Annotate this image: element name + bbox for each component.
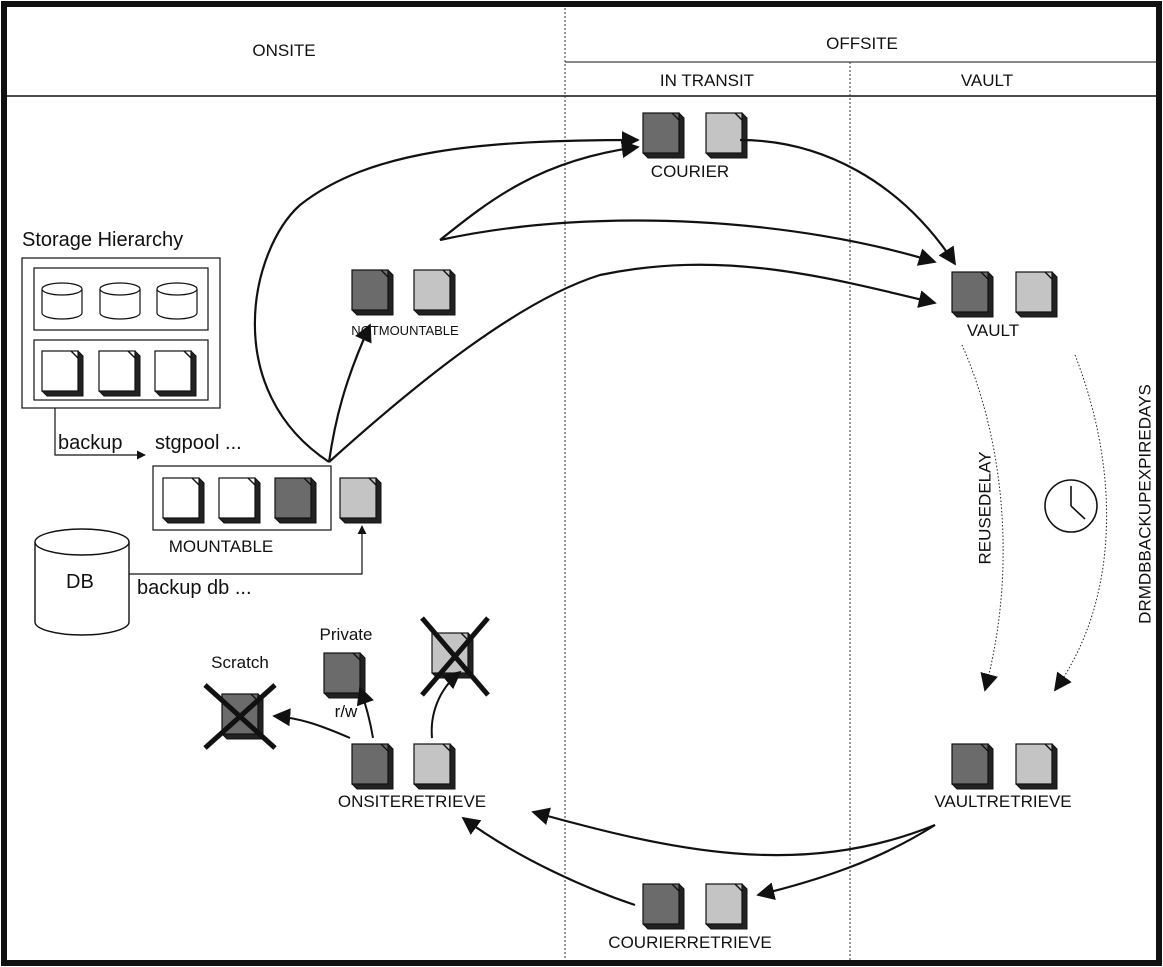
courier-to-vault-arrow (739, 138, 956, 266)
tape-volume-icon (1015, 271, 1058, 318)
storage-hierarchy-box (21, 257, 221, 409)
onsiteretrieve-to-cancelled-arrow (430, 670, 462, 739)
header-onsite: ONSITE (252, 41, 316, 60)
disk-icon (41, 282, 83, 320)
tape-volume-icon (951, 271, 994, 318)
header-vault: VAULT (960, 71, 1014, 90)
reusedelay-label: REUSEDELAY (975, 451, 995, 565)
rw-label: r/w (334, 702, 358, 721)
backup-stgpool-arrow (54, 408, 146, 460)
state-notmountable: NOTMOUNTABLE (351, 323, 459, 338)
x-mark-icon (420, 616, 490, 697)
database-cylinder-icon (34, 528, 130, 636)
x-mark-icon (203, 683, 277, 750)
scratch-label: Scratch (211, 653, 269, 672)
disk-icon (99, 282, 141, 320)
disk-pool-box (33, 267, 209, 331)
vaultretrieve-to-courierretrieve-arrow (756, 824, 936, 900)
tape-volume-icon (339, 477, 382, 524)
backup-label: backup (58, 432, 123, 454)
private-label: Private (319, 625, 373, 644)
tape-volume-icon (351, 269, 394, 316)
stgpool-label: stgpool ... (155, 432, 242, 454)
tape-volume-icon (642, 112, 685, 159)
tape-volume-icon (154, 350, 197, 397)
vaultretrieve-to-onsiteretrieve-arrow (531, 807, 936, 857)
tape-volume-icon (274, 477, 317, 524)
tape-volume-icon (41, 350, 84, 397)
reusedelay-arrow (961, 344, 1004, 692)
tape-pool-box (33, 339, 209, 401)
mountable-to-notmountable-arrow (327, 323, 372, 463)
tape-volume-icon (218, 477, 261, 524)
tape-volume-icon (1015, 743, 1058, 790)
header-in-transit: IN TRANSIT (659, 71, 755, 90)
onsiteretrieve-to-private-arrow (356, 686, 374, 739)
storage-hierarchy-label: Storage Hierarchy (22, 229, 184, 251)
state-mountable: MOUNTABLE (168, 537, 274, 556)
backup-db-label: backup db ... (137, 577, 252, 599)
tape-volume-icon (323, 652, 366, 699)
notmountable-to-courier-arrow (439, 140, 640, 241)
tape-volume-icon (705, 112, 748, 159)
clock-icon (1044, 479, 1098, 533)
header-offsite: OFFSITE (826, 34, 898, 53)
onsiteretrieve-to-scratch-arrow (272, 708, 351, 739)
state-onsiteretrieve: ONSITERETRIEVE (337, 792, 487, 811)
db-label: DB (66, 571, 94, 593)
tape-volume-icon (413, 269, 456, 316)
disk-icon (156, 282, 198, 320)
state-courierretrieve: COURIERRETRIEVE (608, 933, 772, 952)
tape-volume-icon (98, 350, 141, 397)
tape-volume-icon (951, 743, 994, 790)
tape-volume-icon (162, 477, 205, 524)
drmdbbackupexpiredays-label: DRMDBBACKUPEXPIREDAYS (1135, 384, 1155, 624)
mountable-to-vault-arrow (328, 263, 937, 463)
backup-db-arrow (129, 525, 367, 575)
tape-volume-icon (705, 883, 748, 930)
notmountable-to-vault-arrow (439, 219, 937, 266)
tape-volume-icon (351, 743, 394, 790)
tape-volume-icon (642, 883, 685, 930)
mountable-to-courier-arrow (253, 131, 640, 463)
state-courier: COURIER (650, 162, 730, 181)
state-vault: VAULT (966, 321, 1020, 340)
drmdbbackupexpiredays-arrow (1053, 354, 1108, 692)
mountable-box (152, 465, 332, 531)
courierretrieve-to-onsiteretrieve-arrow (461, 816, 636, 907)
state-vaultretrieve: VAULTRETRIEVE (934, 792, 1072, 811)
tape-volume-icon (413, 743, 456, 790)
